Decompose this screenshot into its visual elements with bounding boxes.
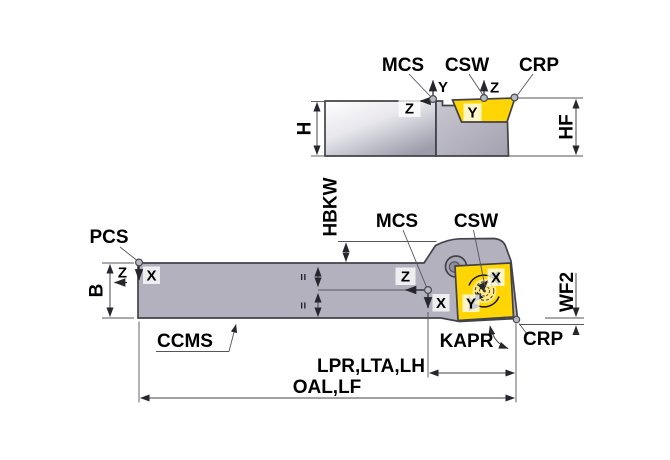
mcs-label: MCS [382, 55, 424, 76]
side-csw-point: Z CSW Y [445, 55, 499, 122]
insert-screw: X Y [462, 268, 505, 313]
dim-HF-label: HF [557, 114, 578, 139]
axis-label-box [112, 263, 133, 281]
axis-label-box [143, 266, 160, 284]
dim-WF2: WF2 [519, 272, 584, 336]
mcs-point-marker [429, 94, 438, 103]
mcs-label: MCS [376, 211, 418, 232]
crp-point-marker [510, 93, 519, 102]
dim-H: H [295, 101, 325, 157]
dim-B: B [87, 262, 134, 319]
leader-line [228, 324, 238, 352]
side-crp-point: CRP [510, 55, 559, 102]
z-axis-label: Z [490, 80, 499, 97]
z-axis-label: Z [401, 269, 410, 286]
leader-line [402, 229, 427, 288]
dim-KAPR: KAPR [440, 325, 509, 352]
dim-B-label: B [87, 284, 108, 298]
csw-label: CSW [445, 55, 489, 76]
leader-line [119, 246, 137, 261]
crp-point-marker [512, 315, 521, 324]
dim-OAL-label: OAL,LF [293, 377, 362, 398]
ccms-label: CCMS [157, 331, 213, 352]
side-mcs-point: Z Y MCS [382, 55, 448, 118]
screw-center [483, 289, 486, 293]
ccms-callout: CCMS [156, 324, 238, 352]
dim-LPR: LPR,LTA,LH [317, 312, 515, 378]
plan-view: X Y PCS Z X B CCMS [87, 177, 584, 403]
dim-WF2-label: WF2 [557, 272, 578, 312]
leader-line [468, 73, 484, 96]
y-axis-label: Y [438, 79, 448, 96]
x-axis-arrow [477, 280, 489, 292]
crp-label: CRP [523, 329, 563, 350]
leader-line [408, 73, 431, 97]
dim-KAPR-label: KAPR [440, 331, 494, 352]
dim-H-label: H [295, 122, 316, 136]
axis-label-box [395, 267, 416, 285]
pcs-point-marker [135, 258, 144, 267]
dim-OAL: OAL,LF [138, 321, 517, 403]
csw-label: CSW [454, 211, 498, 232]
x-axis-label: X [436, 295, 446, 312]
plan-holder-body [137, 237, 519, 323]
dim-HBKW: HBKW [321, 177, 437, 262]
axis-label-box [487, 268, 505, 286]
z-axis-label: Z [405, 101, 414, 118]
insert-y-label: Y [466, 296, 476, 313]
z-axis-label: Z [118, 265, 127, 282]
side-view: H HF Z Y MCS Z CSW Y [295, 55, 583, 157]
mcs-point-marker [424, 286, 433, 295]
dim-HBKW-label: HBKW [321, 177, 342, 236]
axis-label-box [398, 100, 421, 117]
leader-line [518, 323, 528, 335]
plan-crp-point: CRP [512, 315, 563, 350]
plan-csw-point: CSW [454, 211, 498, 287]
dim-HF: HF [508, 97, 583, 157]
screw-outer-dashed [474, 281, 495, 301]
axis-label-box [463, 103, 482, 121]
csw-point-marker [480, 93, 489, 102]
crp-label: CRP [519, 55, 559, 76]
leader-line [517, 73, 534, 96]
equal-mark: = [296, 273, 310, 280]
dim-LPR-label: LPR,LTA,LH [317, 356, 425, 377]
x-axis-label: X [146, 268, 156, 285]
pcs-label: PCS [89, 227, 128, 248]
insert-x-label: X [491, 270, 501, 287]
axis-label-box [432, 294, 450, 312]
angle-arc [488, 325, 509, 349]
pcs-point: PCS Z X [89, 227, 160, 287]
leader-line [473, 229, 486, 287]
axis-label-box [462, 294, 480, 312]
plan-mcs-point: Z X MCS [376, 211, 450, 312]
insert-y-label: Y [467, 105, 477, 122]
equal-mark: = [296, 302, 310, 309]
